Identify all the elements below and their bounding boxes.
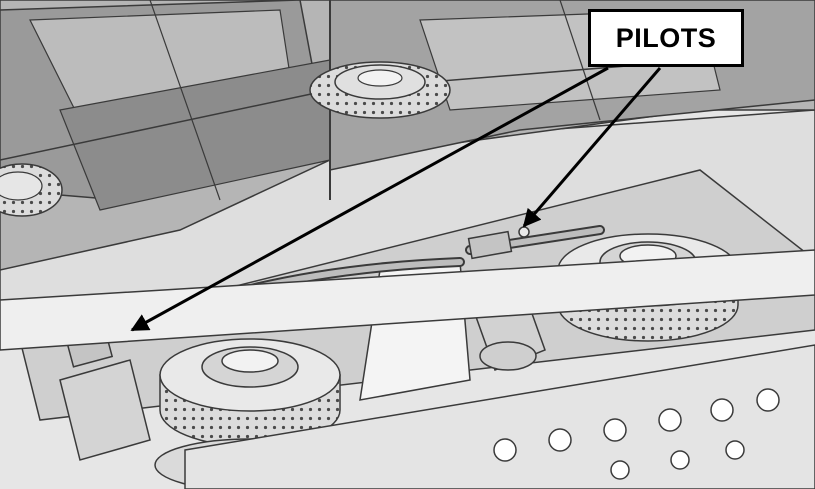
front-rail — [0, 249, 815, 351]
arrow-icon — [130, 66, 609, 332]
venturi-tube-center-mouth — [479, 341, 537, 371]
venturi-tube-left — [59, 359, 151, 461]
control-panel — [184, 344, 815, 489]
pilots-callout: PILOTS — [588, 9, 744, 67]
burner-icon — [159, 338, 341, 447]
control-knob-icon — [493, 388, 780, 480]
arrow-icon — [522, 67, 662, 228]
pilots-label: PILOTS — [615, 22, 717, 53]
burner-icon — [0, 163, 63, 217]
burner-icon — [309, 61, 451, 119]
